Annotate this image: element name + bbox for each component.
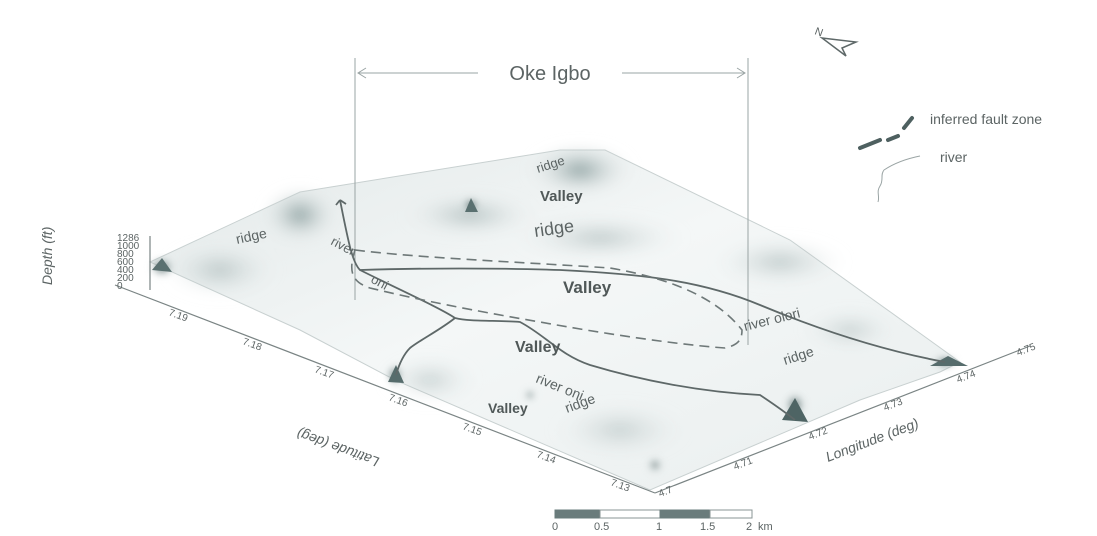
label-valley-1: Valley: [540, 188, 583, 205]
inferred-fault-zone: [351, 249, 743, 349]
legend-river-label: river: [940, 149, 968, 165]
terrain-surface: [148, 142, 968, 491]
longitude-tick: 4.75: [1015, 341, 1038, 358]
label-valley-2: Valley: [563, 278, 612, 297]
depth-tick: 600: [117, 257, 134, 268]
longitude-tick: 4.71: [732, 455, 755, 472]
river-olori: [339, 199, 946, 363]
longitude-tick: 4.72: [807, 425, 830, 442]
depth-tick: 0: [117, 281, 123, 292]
depth-tick: 200: [117, 273, 134, 284]
legend-fault-label: inferred fault zone: [930, 111, 1042, 127]
title-oke-igbo: Oke Igbo: [509, 63, 590, 85]
depth-tick: 400: [117, 265, 134, 276]
river-line-icon: [877, 155, 921, 203]
depth-tick: 800: [117, 249, 134, 260]
river-head: [335, 199, 347, 206]
river-tributary: [395, 317, 456, 376]
depth-axis: Depth (ft) 1286 1000 800 600 400 200 0: [39, 227, 140, 292]
scale-tick: 1.5: [700, 521, 715, 533]
longitude-tick: 4.74: [955, 368, 978, 385]
scale-unit: km: [758, 521, 773, 533]
depth-axis-title: Depth (ft): [39, 227, 55, 285]
label-ridge-1: ridge: [234, 225, 268, 247]
latitude-tick: 7.15: [461, 421, 483, 438]
depth-tick: 1286: [117, 233, 140, 244]
scale-tick: 2: [746, 521, 752, 533]
north-arrow-icon: N: [813, 26, 859, 57]
oke-igbo-bracket: [354, 58, 749, 345]
scale-tick: 0: [552, 521, 558, 533]
axes-frame: [114, 236, 1031, 494]
latitude-tick: 7.19: [167, 307, 189, 324]
longitude-tick: 4.73: [882, 396, 905, 413]
latitude-axis-title: Latitude (deg): [294, 426, 381, 471]
label-oni-upper: oni: [369, 271, 391, 292]
legend: inferred fault zone river: [858, 111, 1042, 203]
north-arrow-label: N: [813, 26, 825, 40]
latitude-tick: 7.17: [313, 364, 335, 381]
dashed-fault-icon: [858, 116, 914, 150]
scale-bar: 0 0.5 1 1.5 2 km: [552, 509, 773, 533]
label-valley-3: Valley: [515, 339, 560, 356]
scale-tick: 1: [656, 521, 662, 533]
river-network: [335, 199, 946, 421]
label-valley-4: Valley: [488, 400, 528, 416]
latitude-tick: 7.14: [535, 449, 557, 466]
scale-tick: 0.5: [594, 521, 609, 533]
depth-tick: 1000: [117, 241, 140, 252]
longitude-axis-title: Longitude (deg): [823, 415, 920, 465]
river-oni: [359, 269, 796, 421]
longitude-tick: 4.7: [657, 484, 674, 499]
latitude-tick: 7.18: [241, 336, 263, 353]
